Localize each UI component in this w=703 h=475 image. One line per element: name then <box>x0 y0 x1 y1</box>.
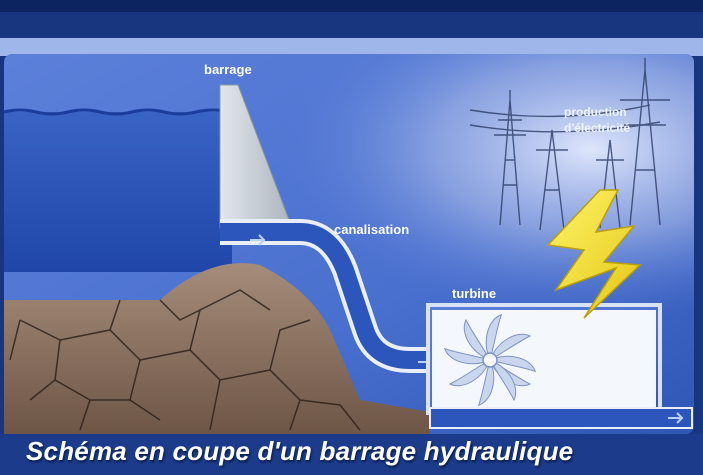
reservoir-water <box>3 108 233 272</box>
dam-label: barrage <box>204 62 252 77</box>
outflow-channel <box>429 407 693 429</box>
top-band <box>0 38 703 56</box>
flow-arrow-icon <box>668 412 684 424</box>
turbine-label: turbine <box>452 286 497 301</box>
flow-arrow-icon <box>250 234 266 246</box>
pipe-label: canalisation <box>334 222 410 237</box>
production-label-line1: production <box>564 105 627 119</box>
diagram-caption: Schéma en coupe d'un barrage hydraulique <box>26 436 574 466</box>
lightning-bolt-icon <box>546 189 642 319</box>
penstock-pipe <box>220 219 440 373</box>
turbine-icon <box>443 313 537 407</box>
production-label: production d'électricité <box>564 104 630 136</box>
top-title-strip <box>0 0 703 12</box>
cracked-soil <box>4 263 430 434</box>
production-label-line2: d'électricité <box>564 121 631 135</box>
caption-band <box>0 434 703 475</box>
power-pylon-icon <box>469 58 670 231</box>
